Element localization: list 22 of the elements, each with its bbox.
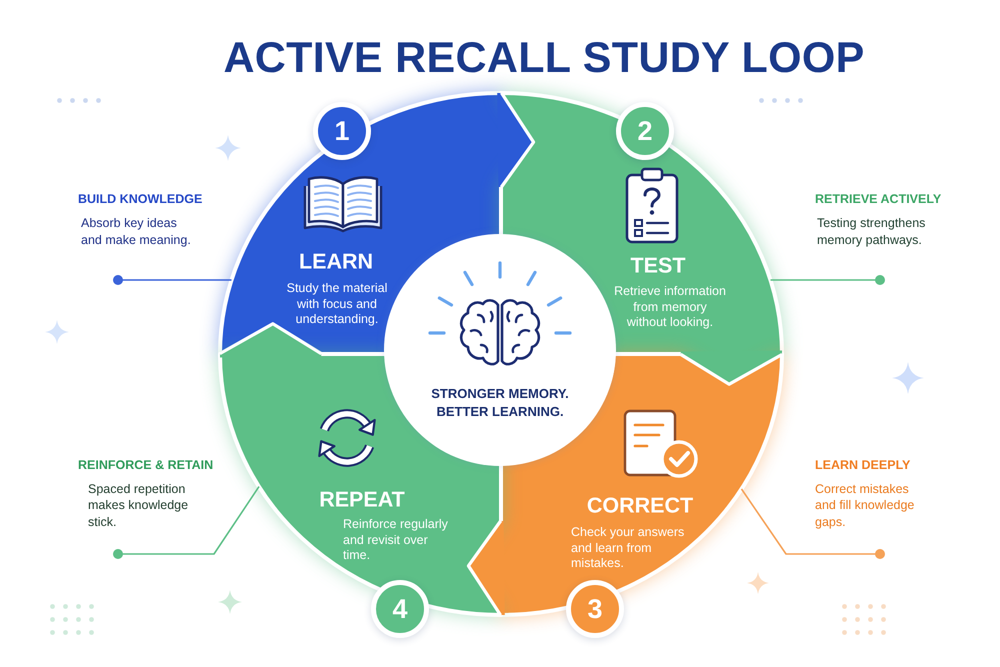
leader-line xyxy=(113,486,260,559)
leader-line xyxy=(740,488,885,559)
callout-heading: RETRIEVE ACTIVELY xyxy=(815,192,942,207)
callout-text: Spaced repetition makes knowledge stick. xyxy=(88,480,190,530)
callout-text: Correct mistakes and fill knowledge gaps. xyxy=(815,480,916,530)
leader-line xyxy=(770,275,885,285)
callout-text: Testing strengthens memory pathways. xyxy=(817,215,926,248)
callout-text: Absorb key ideas and make meaning. xyxy=(81,215,192,248)
step-description: Retrieve information from memory without looking. xyxy=(613,284,727,330)
diagram-title: ACTIVE RECALL STUDY LOOP xyxy=(223,33,865,83)
step-description: Reinforce regularly and revisit over time. xyxy=(343,517,449,564)
step-description: Study the material with focus and understanding. xyxy=(286,281,388,328)
slogan-text: STRONGER MEMORY. BETTER LEARNING. xyxy=(430,385,570,421)
step-title: LEARN xyxy=(298,250,374,274)
callout-heading: BUILD KNOWLEDGE xyxy=(78,192,202,207)
step-title: CORRECT xyxy=(586,494,694,518)
step-title: TEST xyxy=(630,254,686,278)
callout-heading: LEARN DEEPLY xyxy=(815,458,910,473)
callout-heading: REINFORCE & RETAIN xyxy=(78,458,214,473)
step-description: Check your answers and learn from mistakes. xyxy=(571,525,686,572)
leader-line xyxy=(113,275,232,285)
step-title: REPEAT xyxy=(319,488,405,512)
